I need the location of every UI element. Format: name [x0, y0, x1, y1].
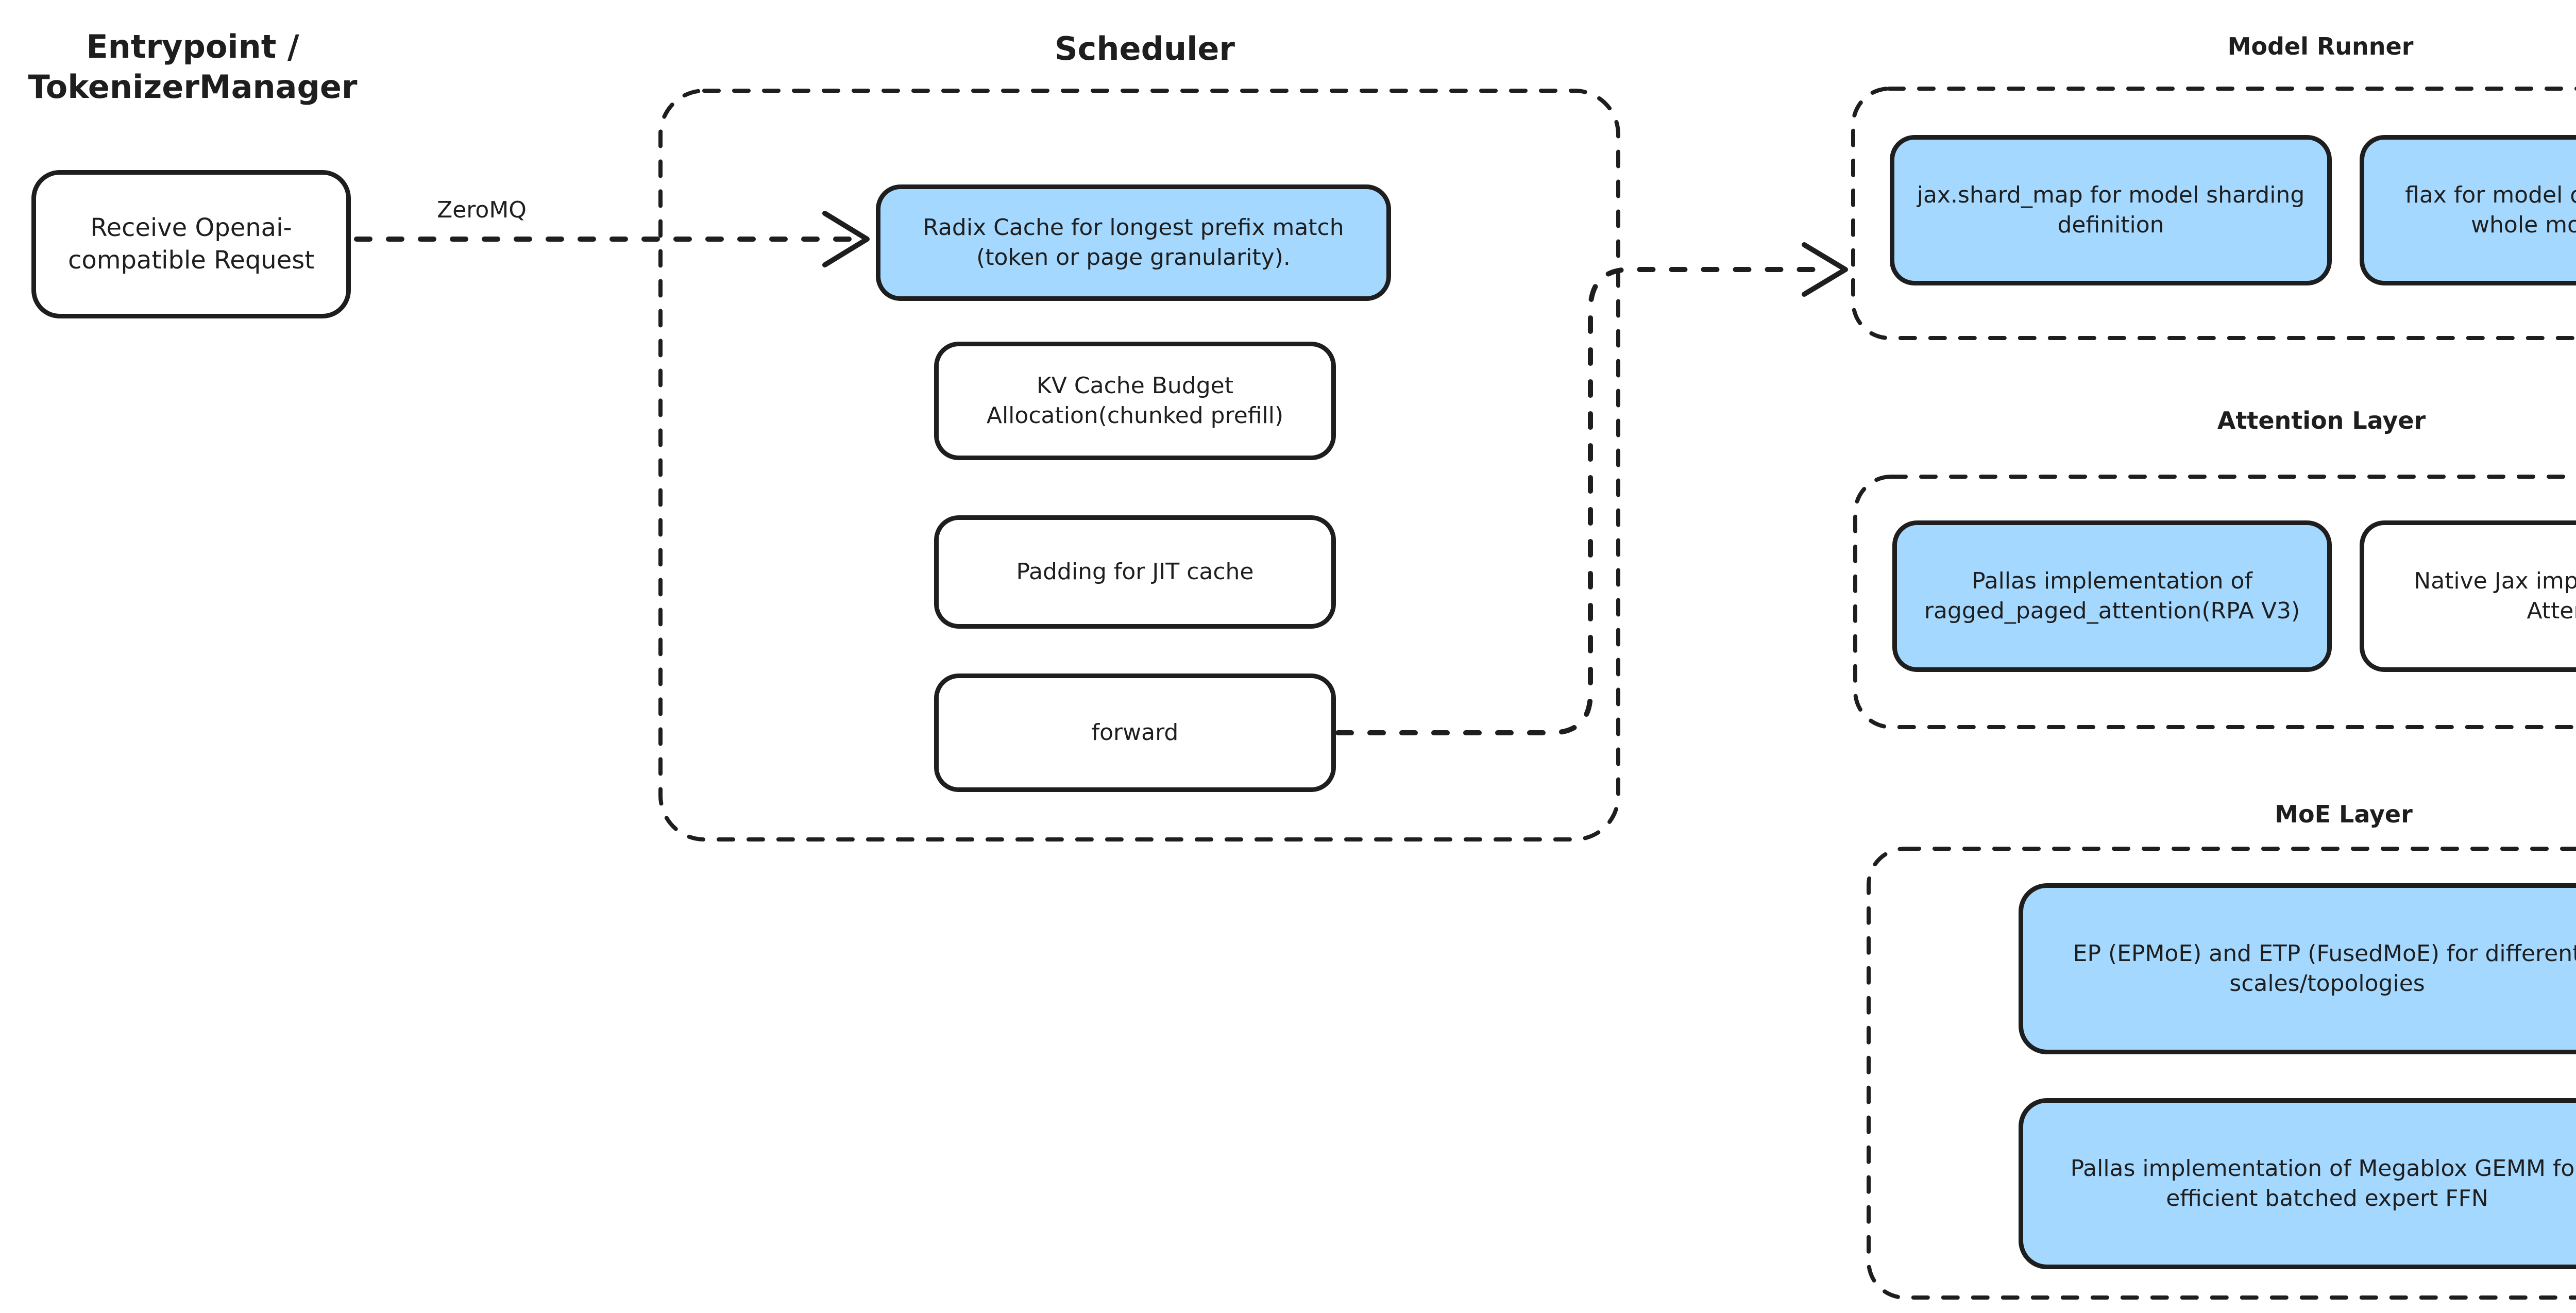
native-jax-attention-box: Native Jax implementation of Attention: [2360, 520, 2576, 672]
forward-box: forward: [934, 674, 1336, 792]
forward-to-model-runner-arrowhead: [1802, 242, 1848, 297]
moe-layer-title: MoE Layer: [2275, 800, 2413, 828]
megablox-gemm-box: Pallas implementation of Megablox GEMM f…: [2019, 1098, 2576, 1269]
padding-jit-box: Padding for JIT cache: [934, 515, 1336, 629]
attention-layer-container-border: [1853, 475, 2576, 729]
jax-shard-map-box: jax.shard_map for model sharding definit…: [1890, 135, 2332, 285]
moe-layer-container-border: [1867, 847, 2576, 1300]
pallas-rpa-box: Pallas implementation of ragged_paged_at…: [1892, 520, 2332, 672]
attention-layer-title: Attention Layer: [2217, 407, 2426, 434]
scheduler-container-border: [658, 89, 1620, 841]
kv-cache-budget-box: KV Cache Budget Allocation(chunked prefi…: [934, 342, 1336, 460]
zeromq-arrowhead: [822, 211, 870, 267]
receive-request-box: Receive Openai- compatible Request: [31, 170, 351, 318]
model-runner-title: Model Runner: [2227, 32, 2414, 60]
model-runner-container-border: [1851, 87, 2576, 340]
scheduler-title: Scheduler: [1055, 30, 1235, 68]
radix-cache-box: Radix Cache for longest prefix match (to…: [876, 184, 1391, 301]
entrypoint-title: Entrypoint / TokenizerManager: [28, 28, 358, 106]
flax-box: flax for model definition and jit whole …: [2360, 135, 2576, 285]
epmoe-etp-box: EP (EPMoE) and ETP (FusedMoE) for differ…: [2019, 883, 2576, 1054]
forward-to-model-runner-arrow-line: [1335, 267, 1826, 735]
zeromq-label: ZeroMQ: [437, 197, 527, 223]
